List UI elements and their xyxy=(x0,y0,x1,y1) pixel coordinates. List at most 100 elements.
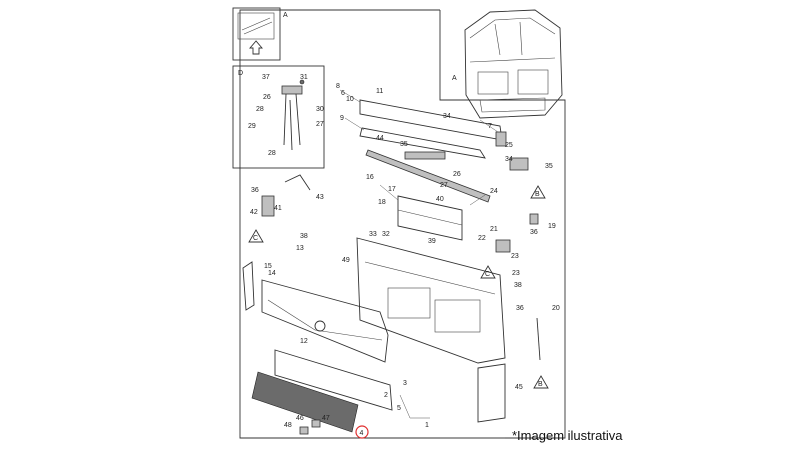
callout-49: 49 xyxy=(342,257,350,264)
wiper-screw xyxy=(299,79,305,85)
callout-21: 21 xyxy=(490,226,498,233)
brand-emblem xyxy=(314,320,326,332)
callout-15: 15 xyxy=(264,263,272,270)
trim-strip xyxy=(365,149,491,203)
callout-33: 33 xyxy=(369,231,377,238)
callout-31: 31 xyxy=(300,74,308,81)
radiator-panel xyxy=(477,363,506,423)
side-panel xyxy=(242,261,255,311)
callout-27: 27 xyxy=(316,121,324,128)
wiper-rod xyxy=(295,93,301,146)
bracket-cross xyxy=(397,209,463,226)
mesh-grille xyxy=(251,371,359,433)
callout-23: 23 xyxy=(511,253,519,260)
callout-14: 14 xyxy=(268,270,276,277)
leader-line xyxy=(399,394,430,419)
callout-17: 17 xyxy=(388,186,396,193)
lower-grille-frame xyxy=(274,349,393,411)
wiper-rod xyxy=(289,99,293,151)
leader-line xyxy=(344,117,365,131)
section-a-box xyxy=(232,7,281,61)
callout-34: 34 xyxy=(443,113,451,120)
callout-1: 1 xyxy=(425,422,429,429)
small-clip xyxy=(299,426,309,435)
leader-line xyxy=(379,184,399,201)
section-a-label: A xyxy=(283,12,288,19)
callout-25: 25 xyxy=(505,142,513,149)
callout-40: 40 xyxy=(436,196,444,203)
main-frame xyxy=(239,9,566,439)
housing-inner xyxy=(364,261,496,295)
view-c-marker xyxy=(480,265,496,279)
up-arrow-icon xyxy=(249,40,263,55)
callout-44: 44 xyxy=(376,135,384,142)
latch-part xyxy=(495,239,511,253)
bracket-frame xyxy=(397,195,463,241)
callout-46: 46 xyxy=(296,415,304,422)
callout-view-b: B xyxy=(535,191,540,198)
leader-line xyxy=(339,89,361,103)
callout-11: 11 xyxy=(376,88,383,95)
wiper-rod xyxy=(283,93,287,146)
callout-5: 5 xyxy=(397,405,401,412)
grille-chevron xyxy=(267,299,383,341)
callout-32: 32 xyxy=(382,231,390,238)
view-b-marker xyxy=(530,185,546,199)
section-d-box xyxy=(232,65,325,169)
highlight-circle xyxy=(355,425,369,439)
callout-36: 36 xyxy=(530,229,538,236)
callout-3: 3 xyxy=(403,380,407,387)
section-d-label: D xyxy=(238,70,243,77)
callout-38: 38 xyxy=(300,233,308,240)
callout-2: 2 xyxy=(384,392,388,399)
callout-9: 9 xyxy=(340,115,344,122)
leader-line xyxy=(469,194,486,206)
callout-26: 26 xyxy=(263,94,271,101)
callout-28: 28 xyxy=(268,150,276,157)
windshield-trim xyxy=(359,127,486,159)
truck-cab-illustration xyxy=(464,9,563,119)
callout-45: 45 xyxy=(515,384,523,391)
section-a-thumb xyxy=(237,12,275,40)
callout-6: 6 xyxy=(341,90,345,97)
callout-10: 10 xyxy=(346,96,354,103)
callout-47: 47 xyxy=(322,415,330,422)
callout-29: 29 xyxy=(248,123,256,130)
callout-36: 36 xyxy=(251,187,259,194)
callout-35: 35 xyxy=(545,163,553,170)
callout-30: 30 xyxy=(316,106,324,113)
callout-22: 22 xyxy=(478,235,486,242)
callout-view-c: C xyxy=(253,235,258,242)
wiper-bracket xyxy=(281,85,303,95)
callout-26: 26 xyxy=(453,171,461,178)
section-a-thumb-line xyxy=(243,21,273,35)
callout-28: 28 xyxy=(256,106,264,113)
cable-part xyxy=(284,174,311,191)
callout-36: 36 xyxy=(516,305,524,312)
view-c-marker xyxy=(248,229,264,243)
callout-39: 39 xyxy=(428,238,436,245)
callout-view-a: A xyxy=(452,75,457,82)
callout-view-c: C xyxy=(485,271,490,278)
handle-part xyxy=(404,151,446,160)
grille-housing xyxy=(356,237,506,364)
small-clip xyxy=(311,419,321,428)
callout-view-b: B xyxy=(538,381,543,388)
callout-20: 20 xyxy=(552,305,560,312)
leader-line xyxy=(479,119,499,133)
callout-8: 8 xyxy=(336,83,340,90)
section-a-thumb-line xyxy=(241,17,271,31)
sensor-part xyxy=(261,195,275,217)
front-grille xyxy=(261,279,389,363)
callout-16: 16 xyxy=(366,174,374,181)
hinge-part xyxy=(495,131,507,147)
callout-38: 38 xyxy=(514,282,522,289)
callout-19: 19 xyxy=(548,223,556,230)
callout-34: 34 xyxy=(505,156,513,163)
housing-window xyxy=(434,299,481,333)
callout-27: 27 xyxy=(440,182,448,189)
callout-13: 13 xyxy=(296,245,304,252)
callout-12: 12 xyxy=(300,338,308,345)
callout-42: 42 xyxy=(250,209,258,216)
